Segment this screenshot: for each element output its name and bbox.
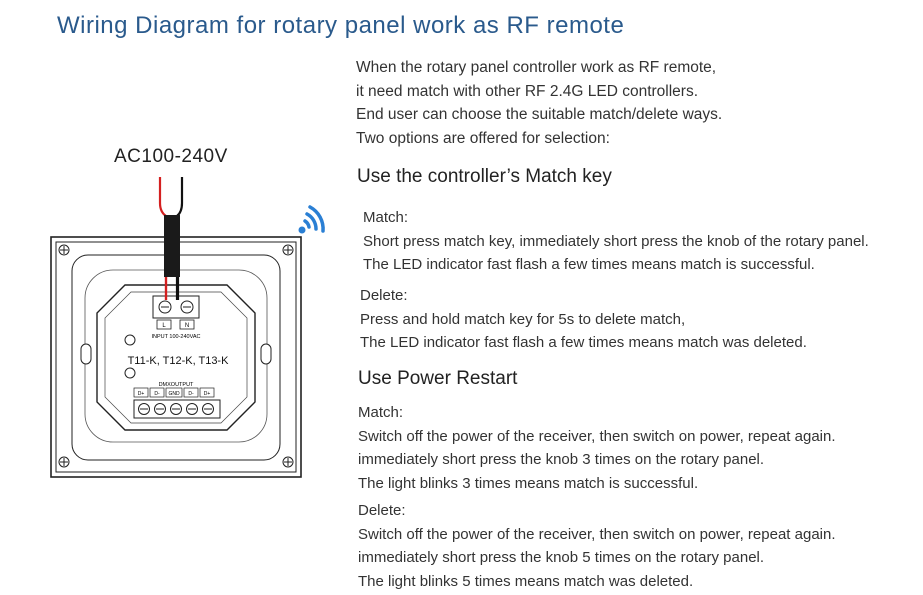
section1-delete: Delete: Press and hold match key for 5s … <box>360 284 807 355</box>
page-title: Wiring Diagram for rotary panel work as … <box>57 12 625 39</box>
power-label: AC100-240V <box>114 146 228 167</box>
terminal-label: L <box>162 323 166 329</box>
delete-label: Delete: <box>358 502 406 519</box>
text-line: Switch off the power of the receiver, th… <box>358 525 836 543</box>
match-key-icon <box>124 334 136 346</box>
intro-line: End user can choose the suitable match/d… <box>356 106 723 123</box>
terminal-label: GND <box>168 391 180 397</box>
terminal-screw-icon <box>180 300 194 314</box>
output-screws <box>138 403 214 415</box>
output-terminal-labels: D+ D- GND D- D+ <box>133 387 215 398</box>
intro-line: Two options are offered for selection: <box>356 129 610 147</box>
terminal-label: D+ <box>204 391 211 397</box>
screw-icon <box>282 456 294 468</box>
led-indicator-icon <box>124 367 136 379</box>
screw-icon <box>282 244 294 256</box>
delete-label: Delete: <box>360 287 408 304</box>
text-line: Switch off the power of the receiver, th… <box>358 427 836 445</box>
model-label: T11-K, T12-K, T13-K <box>128 355 230 367</box>
intro-text: When the rotary panel controller work as… <box>356 56 722 150</box>
section-heading: Use Power Restart <box>358 368 518 389</box>
cable-sheath <box>164 215 180 277</box>
terminal-label: D+ <box>138 391 145 397</box>
text-line: The light blinks 5 times means match was… <box>358 572 694 590</box>
text-line: immediately short press the knob 3 times… <box>358 451 765 468</box>
text-line: The LED indicator fast flash a few times… <box>360 334 807 351</box>
text-line: The light blinks 3 times means match is … <box>358 474 699 492</box>
text-line: immediately short press the knob 5 times… <box>358 549 765 566</box>
terminal-label: D- <box>154 391 160 397</box>
text-line: Short press match key, immediately short… <box>363 232 869 250</box>
section1-match: Match: Short press match key, immediatel… <box>363 206 869 277</box>
match-label: Match: <box>363 209 409 226</box>
input-label: INPUT 100-240VAC <box>151 334 200 340</box>
section2-match: Match: Switch off the power of the recei… <box>358 401 836 495</box>
screw-icon <box>58 244 70 256</box>
screw-icon <box>58 456 70 468</box>
text-line: The LED indicator fast flash a few times… <box>363 256 815 273</box>
terminal-label: D- <box>188 391 194 397</box>
terminal-screw-icon <box>158 300 172 314</box>
match-label: Match: <box>358 404 404 421</box>
output-label: DMXOUTPUT <box>159 382 194 388</box>
text-line: Press and hold match key for 5s to delet… <box>360 310 686 328</box>
section-heading: Use the controller’s Match key <box>357 166 612 187</box>
side-slot <box>260 343 272 365</box>
intro-line: When the rotary panel controller work as… <box>356 59 717 76</box>
side-slot <box>80 343 92 365</box>
terminal-label: N <box>185 323 189 329</box>
section2-delete: Delete: Switch off the power of the rece… <box>358 499 836 593</box>
rf-signal-icon <box>298 205 325 234</box>
intro-line: it need match with other RF 2.4G LED con… <box>356 82 699 100</box>
